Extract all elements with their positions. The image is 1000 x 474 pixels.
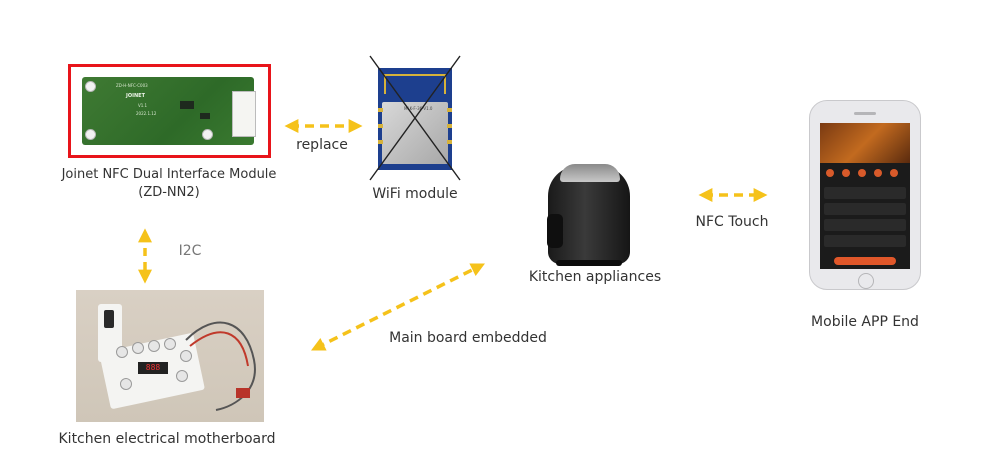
phone-speaker <box>854 112 876 115</box>
main-board-embedded-label: Main board embedded <box>389 330 547 346</box>
motherboard-button <box>180 350 192 362</box>
app-setting-row <box>824 235 906 247</box>
air-fryer-base <box>556 260 622 266</box>
wifi-pad <box>378 108 383 112</box>
app-recipe-icon <box>874 169 882 177</box>
motherboard-button <box>148 340 160 352</box>
wifi-pad <box>447 140 452 144</box>
nfc-board-version: V1.1 <box>138 103 148 108</box>
app-recipe-icon <box>842 169 850 177</box>
phone-screen <box>820 123 910 269</box>
app-recipe-icon <box>858 169 866 177</box>
wifi-module-label: WiFi module <box>372 186 458 202</box>
motherboard-button <box>132 342 144 354</box>
app-banner-image <box>820 123 910 163</box>
air-fryer-lid <box>560 164 620 182</box>
mount-hole <box>85 129 96 140</box>
i2c-label: I2C <box>178 243 202 259</box>
motherboard-button <box>164 338 176 350</box>
wifi-board-print: MLK-F-36-V1.0 <box>404 106 433 111</box>
nfc-chip <box>180 101 194 109</box>
nfc-board-model: ZD-H-NFC-C003 <box>116 83 148 88</box>
app-setting-row <box>824 219 906 231</box>
app-setting-row <box>824 203 906 215</box>
mobile-app-end-label: Mobile APP End <box>811 314 919 330</box>
nfc-connector <box>232 91 256 137</box>
wifi-pad <box>378 124 383 128</box>
motherboard-button <box>176 370 188 382</box>
app-recipe-icon <box>826 169 834 177</box>
kitchen-appliances-label: Kitchen appliances <box>528 269 662 285</box>
mount-hole <box>202 129 213 140</box>
app-recipe-icon <box>890 169 898 177</box>
phone-home-button <box>858 273 874 289</box>
mount-hole <box>85 81 96 92</box>
wifi-pad <box>447 124 452 128</box>
app-start-button <box>834 257 896 265</box>
motherboard-wires <box>185 321 256 411</box>
motherboard-display: 888 <box>138 362 168 374</box>
motherboard-button <box>116 346 128 358</box>
mobile-phone-image <box>809 100 921 290</box>
replace-label: replace <box>296 137 348 153</box>
wifi-antenna <box>384 74 446 94</box>
nfc-module-label-line2: (ZD-NN2) <box>138 185 200 200</box>
main-board-arrow <box>310 263 486 351</box>
nfc-module-highlight-frame: ZD-H-NFC-C003 JOINET V1.1 2022.1.12 <box>68 64 271 158</box>
nfc-module-image: ZD-H-NFC-C003 JOINET V1.1 2022.1.12 <box>82 77 256 145</box>
wifi-crossed-out-icon <box>369 55 461 181</box>
nfc-touch-label: NFC Touch <box>695 214 769 230</box>
nfc-board-date: 2022.1.12 <box>136 111 157 116</box>
nfc-component <box>200 113 210 119</box>
nfc-board-brand: JOINET <box>126 93 145 99</box>
wifi-shield: MLK-F-36-V1.0 <box>382 102 448 164</box>
kitchen-motherboard-image: 888 <box>76 290 264 422</box>
air-fryer-handle <box>547 214 563 248</box>
motherboard-relay <box>104 310 114 328</box>
wifi-pad <box>378 140 383 144</box>
motherboard-button <box>120 378 132 390</box>
wifi-pad <box>447 108 452 112</box>
nfc-module-label-line1: Joinet NFC Dual Interface Module <box>61 167 277 182</box>
kitchen-motherboard-label: Kitchen electrical motherboard <box>58 431 276 447</box>
app-setting-row <box>824 187 906 199</box>
